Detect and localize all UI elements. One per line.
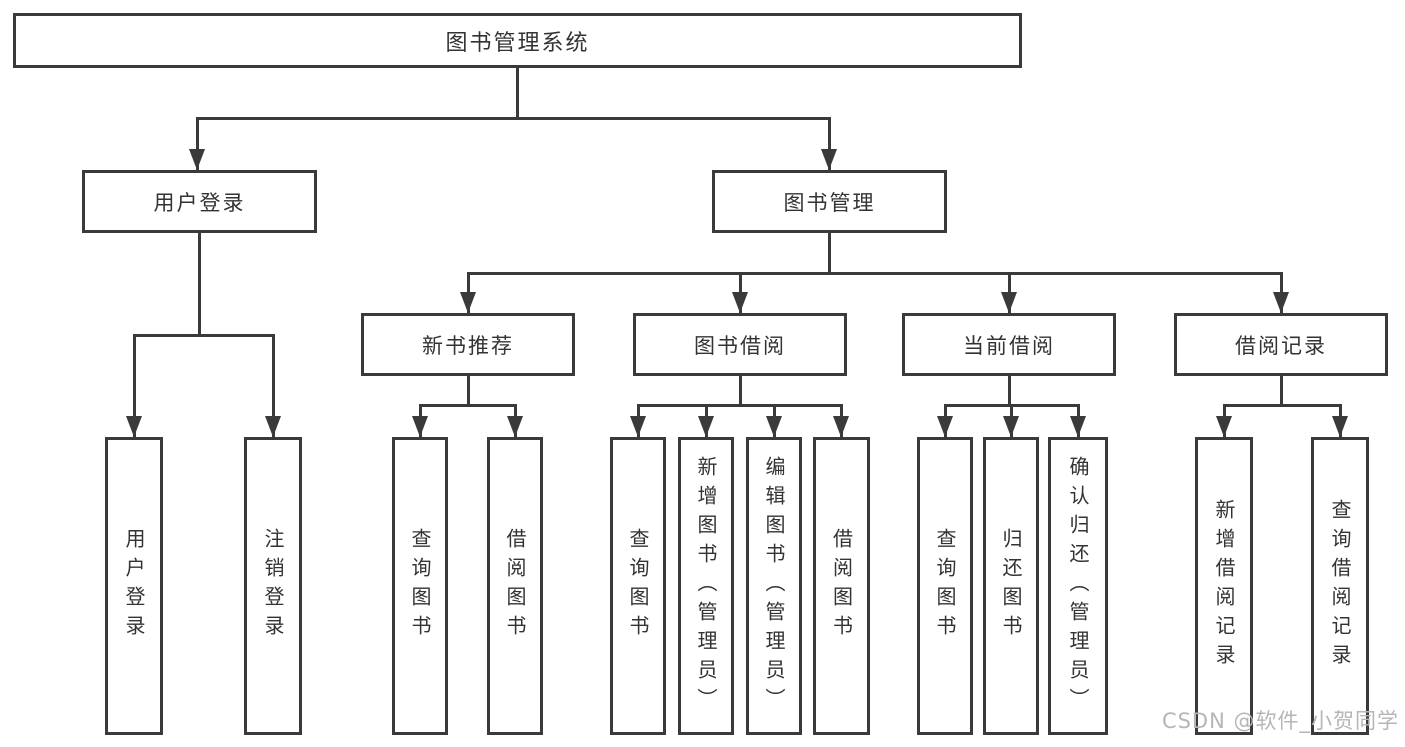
connector-hline — [1222, 403, 1342, 407]
connector-vline — [1279, 376, 1283, 405]
leaf-logout-label: 注销登录 — [261, 528, 285, 644]
leaf-query-books-current-label: 查询图书 — [933, 528, 957, 644]
arrowhead-down-icon — [630, 416, 646, 437]
connector-vline — [827, 118, 831, 170]
arrowhead-down-icon — [833, 416, 849, 437]
leaf-borrow-books-recommend-label: 借阅图书 — [503, 528, 527, 644]
leaf-query-books-recommend: 查询图书 — [392, 437, 448, 735]
connector-vline — [132, 335, 136, 437]
node-book-management: 图书管理 — [712, 170, 947, 233]
leaf-add-book-admin: 新增图书（管理员） — [678, 437, 734, 735]
node-user-login-label: 用户登录 — [153, 190, 246, 215]
connector-vline — [738, 376, 742, 405]
arrowhead-down-icon — [1216, 416, 1232, 437]
leaf-borrow-books-label: 借阅图书 — [829, 528, 854, 644]
arrowhead-down-icon — [1273, 292, 1289, 313]
node-new-book-recommend-label: 新书推荐 — [422, 333, 514, 358]
leaf-edit-book-admin: 编辑图书（管理员） — [746, 437, 802, 735]
arrowhead-down-icon — [1070, 416, 1086, 437]
node-borrowing-records-label: 借阅记录 — [1235, 333, 1327, 358]
node-user-login: 用户登录 — [82, 170, 317, 233]
arrowhead-down-icon — [126, 416, 142, 437]
leaf-query-borrow-record: 查询借阅记录 — [1311, 437, 1369, 735]
leaf-query-borrow-record-label: 查询借阅记录 — [1328, 499, 1352, 673]
arrowhead-down-icon — [189, 149, 205, 170]
leaf-user-login: 用户登录 — [105, 437, 163, 735]
arrowhead-down-icon — [1003, 416, 1019, 437]
leaf-return-book: 归还图书 — [983, 437, 1039, 735]
node-current-borrowing: 当前借阅 — [902, 313, 1116, 376]
node-new-book-recommend: 新书推荐 — [361, 313, 575, 376]
leaf-borrow-books: 借阅图书 — [813, 437, 870, 735]
leaf-confirm-return-admin-label: 确认归还（管理员） — [1066, 455, 1090, 717]
node-current-borrowing-label: 当前借阅 — [963, 333, 1055, 358]
leaf-add-book-admin-label: 新增图书（管理员） — [694, 455, 718, 717]
connector-vline — [466, 376, 470, 405]
connector-vline — [827, 233, 831, 273]
leaf-borrow-books-recommend: 借阅图书 — [487, 437, 543, 735]
arrowhead-down-icon — [937, 416, 953, 437]
connector-hline — [418, 403, 517, 407]
connector-hline — [466, 271, 1283, 275]
arrowhead-down-icon — [1332, 416, 1348, 437]
leaf-confirm-return-admin: 确认归还（管理员） — [1048, 437, 1108, 735]
leaf-logout: 注销登录 — [244, 437, 302, 735]
connector-hline — [636, 403, 843, 407]
node-root: 图书管理系统 — [13, 13, 1022, 68]
leaf-add-borrow-record-label: 新增借阅记录 — [1212, 499, 1236, 673]
arrowhead-down-icon — [412, 416, 428, 437]
node-root-label: 图书管理系统 — [445, 30, 590, 56]
node-book-management-label: 图书管理 — [783, 190, 876, 215]
node-book-borrowing-label: 图书借阅 — [694, 333, 786, 358]
arrowhead-down-icon — [1001, 292, 1017, 313]
connector-vline — [197, 233, 201, 335]
watermark: CSDN @软件_小贺同学 — [1161, 709, 1399, 733]
node-book-borrowing: 图书借阅 — [633, 313, 847, 376]
connector-vline — [1007, 376, 1011, 405]
connector-vline — [515, 68, 519, 118]
connector-vline — [195, 118, 199, 170]
connector-hline — [132, 333, 275, 337]
arrowhead-down-icon — [821, 149, 837, 170]
leaf-query-books-current: 查询图书 — [917, 437, 973, 735]
leaf-return-book-label: 归还图书 — [999, 528, 1023, 644]
leaf-query-books-recommend-label: 查询图书 — [408, 528, 432, 644]
leaf-query-books-borrowing: 查询图书 — [610, 437, 666, 735]
node-borrowing-records: 借阅记录 — [1174, 313, 1388, 376]
leaf-edit-book-admin-label: 编辑图书（管理员） — [762, 455, 786, 717]
arrowhead-down-icon — [507, 416, 523, 437]
arrowhead-down-icon — [732, 292, 748, 313]
leaf-user-login-label: 用户登录 — [122, 528, 146, 644]
arrowhead-down-icon — [265, 416, 281, 437]
leaf-query-books-borrowing-label: 查询图书 — [626, 528, 650, 644]
arrowhead-down-icon — [698, 416, 714, 437]
connector-hline — [195, 116, 831, 120]
connector-vline — [271, 335, 275, 437]
leaf-add-borrow-record: 新增借阅记录 — [1195, 437, 1253, 735]
arrowhead-down-icon — [460, 292, 476, 313]
arrowhead-down-icon — [766, 416, 782, 437]
